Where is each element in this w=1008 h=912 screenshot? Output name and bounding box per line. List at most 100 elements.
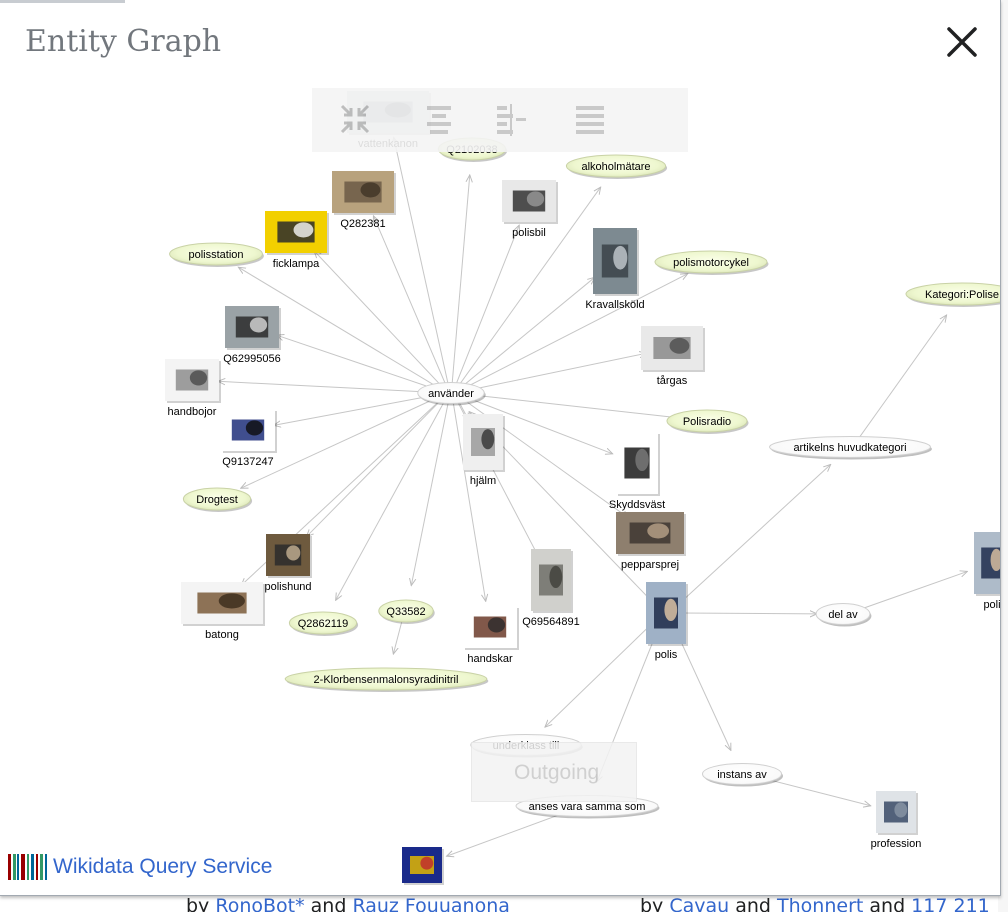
property-node[interactable]: artikelns huvudkategori — [769, 436, 932, 460]
footer-link[interactable]: 117 211 — [911, 895, 990, 912]
graph-edge — [461, 277, 595, 388]
graph-edge — [373, 216, 446, 385]
image-node[interactable]: poli — [974, 532, 1000, 611]
image-node[interactable]: ficklampa — [265, 211, 329, 270]
graph-edge — [545, 619, 657, 727]
graph-edge — [277, 335, 438, 391]
image-node[interactable]: Q69564891 — [522, 549, 580, 628]
property-node[interactable]: del av — [815, 603, 872, 627]
node-label: ficklampa — [273, 258, 320, 270]
wikidata-barcode-icon — [8, 854, 47, 880]
property-node[interactable]: instans av — [702, 763, 784, 787]
image-node[interactable]: hjälm — [463, 414, 505, 487]
image-node[interactable]: pepparsprej — [616, 512, 686, 571]
node-label: tårgas — [657, 375, 688, 387]
footer-link[interactable]: Cavau — [669, 895, 730, 912]
graph-edge — [676, 464, 830, 607]
image-node[interactable]: batong — [181, 582, 265, 641]
item-node[interactable]: polisstation — [169, 242, 264, 267]
node-label: Q282381 — [340, 218, 385, 230]
close-button[interactable] — [942, 22, 982, 62]
item-node[interactable]: Q33582 — [378, 599, 435, 624]
node-label: instans av — [717, 769, 767, 781]
collapse-arrows-icon[interactable] — [338, 102, 372, 136]
node-label: polisbil — [512, 227, 546, 239]
image-node[interactable] — [402, 847, 444, 885]
item-node[interactable]: Q2862119 — [288, 611, 359, 636]
node-label: polisstation — [188, 249, 243, 261]
item-node[interactable]: 2-Klorbensenmalonsyradinitril — [284, 667, 489, 692]
item-node[interactable]: Polisradio — [666, 409, 749, 434]
align-justify-icon[interactable] — [572, 102, 606, 136]
outgoing-button[interactable]: Outgoing — [471, 742, 637, 802]
image-node[interactable]: tårgas — [641, 326, 705, 387]
graph-edge — [218, 381, 438, 393]
footer-text: by — [186, 895, 216, 912]
image-node[interactable]: handbojor — [165, 359, 221, 418]
image-node[interactable]: polisbil — [502, 180, 558, 239]
node-label: använder — [428, 388, 474, 400]
item-node[interactable]: Drogtest — [182, 487, 253, 512]
image-node[interactable]: handskar — [463, 606, 519, 665]
image-node[interactable]: polis — [646, 582, 688, 661]
graph-toolbar — [312, 88, 688, 152]
image-node[interactable]: Q282381 — [332, 171, 396, 230]
item-node[interactable]: alkoholmätare — [565, 154, 668, 179]
image-node[interactable]: Kravallsköld — [585, 228, 645, 311]
node-label: Q69564891 — [522, 616, 580, 628]
node-label: poli — [983, 599, 1000, 611]
background-scroll-strip — [998, 0, 1008, 912]
graph-edge — [464, 393, 681, 418]
align-split-icon[interactable] — [494, 102, 528, 136]
graph-edge — [451, 175, 470, 384]
footer-link[interactable]: Rauz Fouuanona — [352, 895, 510, 912]
node-label: polismotorcykel — [673, 257, 749, 269]
node-label: Q33582 — [386, 606, 425, 618]
graph-edge — [394, 137, 449, 384]
node-label: artikelns huvudkategori — [793, 442, 906, 454]
node-label: Kategori:Polise — [925, 289, 999, 301]
item-node[interactable]: polismotorcykel — [654, 250, 769, 275]
graph-edge — [314, 251, 442, 387]
footer-link[interactable]: Thonnert — [777, 895, 864, 912]
image-node[interactable]: Skyddsväst — [609, 432, 665, 511]
image-node[interactable]: Q9137247 — [221, 409, 277, 468]
footer-text: and — [729, 895, 778, 912]
image-node[interactable]: polishund — [264, 534, 312, 593]
node-label: Q9137247 — [222, 456, 273, 468]
footer-text: by — [640, 895, 670, 912]
image-node[interactable]: Q62995056 — [223, 306, 281, 365]
node-label: profession — [871, 838, 922, 850]
footer-text: and — [304, 895, 353, 912]
graph-nodes: vattenkanonQ282381polisbilficklampaKrava… — [165, 91, 1000, 885]
image-node[interactable]: profession — [871, 791, 922, 850]
outgoing-label: Outgoing — [514, 761, 600, 784]
graph-edge — [238, 267, 440, 389]
node-label: pepparsprej — [621, 559, 679, 571]
graph-edge — [452, 402, 485, 601]
node-label: handbojor — [168, 406, 217, 418]
graph-edge — [857, 315, 946, 440]
graph-canvas[interactable]: vattenkanonQ282381polisbilficklampaKrava… — [0, 0, 1000, 895]
node-label: batong — [205, 629, 239, 641]
graph-edge — [856, 571, 967, 612]
wikidata-query-service-link[interactable]: Wikidata Query Service — [8, 853, 272, 881]
property-node[interactable]: använder — [417, 382, 486, 406]
graph-edge — [458, 187, 600, 386]
node-label: Skyddsväst — [609, 499, 665, 511]
graph-edge — [336, 401, 445, 601]
item-node[interactable]: Kategori:Polise — [905, 282, 1000, 307]
graph-edge — [411, 402, 449, 586]
align-center-icon[interactable] — [422, 102, 456, 136]
node-label: alkoholmätare — [581, 161, 650, 173]
graph-edge — [393, 620, 403, 654]
footer-link[interactable]: RonoBot* — [215, 895, 305, 912]
graph-edge — [679, 613, 817, 614]
node-label: 2-Klorbensenmalonsyradinitril — [314, 674, 459, 686]
node-label: Polisradio — [683, 416, 731, 428]
node-label: hjälm — [470, 475, 496, 487]
node-label: Kravallsköld — [585, 299, 644, 311]
graph-edge — [463, 274, 688, 389]
graph-edge — [464, 353, 647, 392]
dialog-title: Entity Graph — [25, 24, 222, 59]
